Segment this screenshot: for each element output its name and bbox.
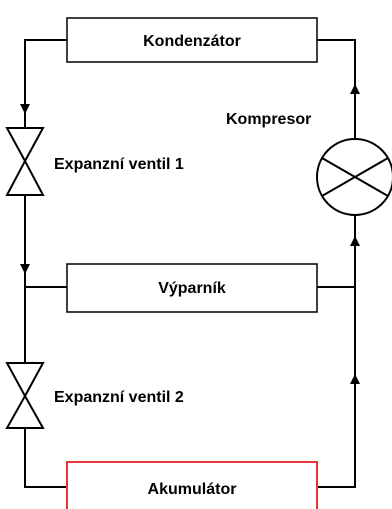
- arrow-down-icon: [20, 264, 30, 274]
- expansion-valve-1-icon: [5, 127, 45, 196]
- expansion-valve-2-label: Expanzní ventil 2: [54, 389, 184, 406]
- evaporator-box: [66, 263, 318, 313]
- pipe-condenser-left: [24, 39, 67, 128]
- accumulator-label: Akumulátor: [148, 481, 237, 498]
- expansion-valve-1-label: Expanzní ventil 1: [54, 156, 184, 173]
- arrow-up-icon: [350, 374, 360, 384]
- pipe-condenser-right: [317, 39, 356, 138]
- compressor-icon: [316, 138, 392, 216]
- arrow-down-icon: [20, 104, 30, 114]
- arrow-up-icon: [350, 236, 360, 246]
- pipe-left-bottom: [24, 428, 67, 488]
- compressor-label: Kompresor: [226, 111, 311, 128]
- accumulator-box: [66, 461, 318, 509]
- piping: [24, 39, 356, 488]
- flow-arrows: [20, 84, 360, 384]
- arrow-up-icon: [350, 84, 360, 94]
- expansion-valve-2-icon: [5, 362, 45, 429]
- pipe-right-return: [317, 216, 356, 488]
- condenser-label: Kondenzátor: [143, 33, 241, 50]
- condenser-box: [66, 17, 318, 63]
- evaporator-label: Výparník: [158, 280, 226, 297]
